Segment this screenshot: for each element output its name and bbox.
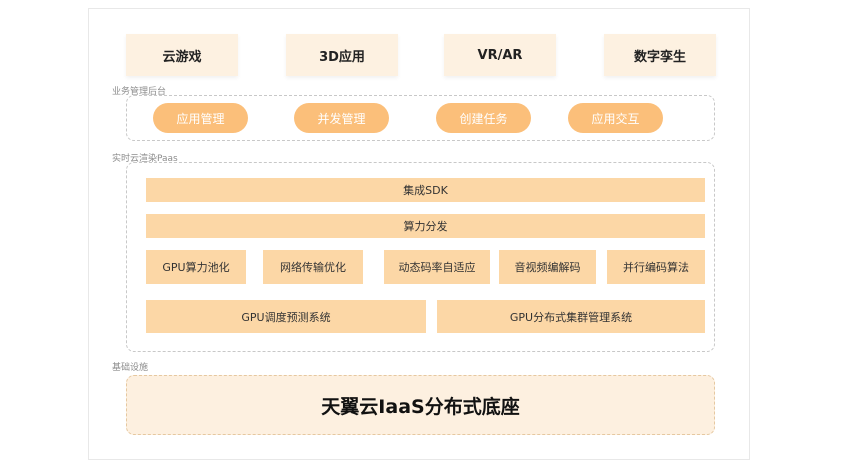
block-gpu-scheduling-system: GPU调度预测系统 — [146, 300, 426, 333]
render-section-box — [126, 162, 715, 352]
block-av-codec: 音视频编解码 — [499, 250, 596, 284]
business-section-label: 业务管理后台 — [112, 87, 167, 97]
infra-section-label: 基础设施 — [112, 363, 149, 373]
infra-iaas-base: 天翼云IaaS分布式底座 — [126, 375, 715, 435]
block-adaptive-bitrate: 动态码率自适应 — [384, 250, 490, 284]
scenario-digital-twin: 数字孪生 — [604, 34, 716, 76]
business-section-box — [126, 95, 715, 141]
scenario-3d-app: 3D应用 — [286, 34, 398, 76]
pill-app-interaction: 应用交互 — [568, 103, 663, 133]
render-section-label: 实时云渲染Paas — [112, 154, 178, 164]
block-gpu-cluster-management: GPU分布式集群管理系统 — [437, 300, 705, 333]
block-integrated-sdk: 集成SDK — [146, 178, 705, 202]
pill-app-management: 应用管理 — [153, 103, 248, 133]
block-compute-distribution: 算力分发 — [146, 214, 705, 238]
block-parallel-encoding: 并行编码算法 — [607, 250, 705, 284]
scenario-vr-ar: VR/AR — [444, 34, 556, 76]
block-network-optimization: 网络传输优化 — [263, 250, 363, 284]
pill-concurrency-management: 并发管理 — [294, 103, 389, 133]
block-gpu-pooling: GPU算力池化 — [146, 250, 246, 284]
scenario-cloud-gaming: 云游戏 — [126, 34, 238, 76]
pill-create-task: 创建任务 — [436, 103, 531, 133]
